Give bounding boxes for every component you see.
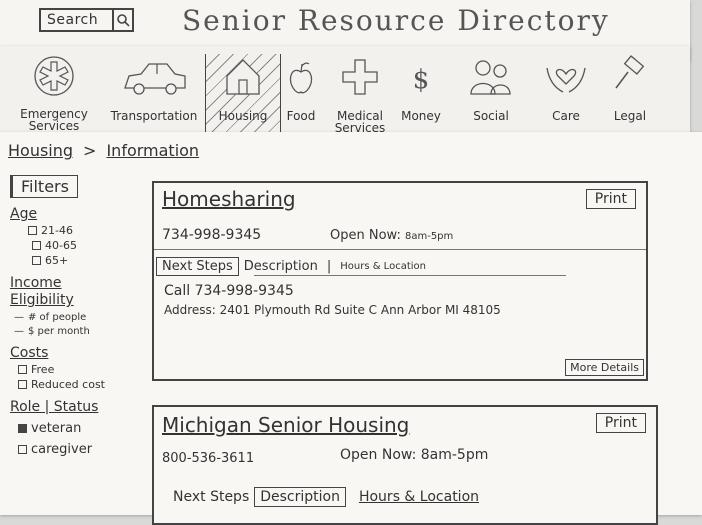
checkbox[interactable] (18, 424, 27, 433)
breadcrumb-separator: > (83, 141, 97, 160)
search-icon (112, 10, 132, 30)
breadcrumb-information: Information (106, 141, 200, 160)
nav-label: Housing (218, 109, 268, 123)
nav-label: Transportation (110, 109, 198, 123)
tab-hours-location[interactable]: Hours & Location (358, 489, 480, 505)
hours-label: Open Now: (330, 228, 401, 243)
checkbox[interactable] (18, 380, 27, 389)
checkbox[interactable] (32, 241, 41, 250)
hours-value: 8am-5pm (404, 231, 454, 242)
nav-item-emergency-services[interactable]: Emergency Services (16, 54, 92, 134)
people-icon (470, 60, 511, 95)
filter-option-label: Reduced cost (31, 378, 105, 391)
category-nav: Emergency Services Transportation Housin… (0, 54, 690, 134)
filter-option-veteran[interactable]: veteran (18, 421, 140, 436)
hours-value: 8am-5pm (420, 447, 489, 463)
filter-heading-age: Age (10, 206, 38, 222)
filter-option-reduced-cost[interactable]: Reduced cost (18, 378, 140, 391)
filter-option-label: 40-65 (45, 239, 77, 252)
divider (154, 249, 646, 250)
card-title[interactable]: Homesharing (162, 187, 296, 211)
dash-input[interactable]: — (14, 326, 24, 337)
hours-status: Open Now: 8am-5pm (340, 447, 488, 463)
filter-option-caregiver[interactable]: caregiver (18, 442, 140, 457)
nav-label: Legal (613, 109, 647, 123)
filter-option-age[interactable]: 65+ (32, 254, 140, 267)
tab-separator: | (326, 259, 332, 274)
filter-option-label: $ per month (28, 326, 90, 337)
heart-hands-icon (546, 67, 586, 93)
app-title: Senior Resource Directory (182, 4, 610, 37)
breadcrumb: Housing > Information (8, 141, 199, 160)
card-tabs: Next Steps Description | Hours & Locatio… (156, 257, 431, 276)
checkbox[interactable] (32, 256, 41, 265)
nav-item-housing[interactable]: Housing (205, 54, 281, 134)
print-button[interactable]: Print (585, 189, 636, 209)
breadcrumb-housing-link[interactable]: Housing (8, 141, 74, 160)
hours-status: Open Now: 8am-5pm (330, 228, 453, 243)
call-line[interactable]: Call 734-998-9345 (164, 283, 294, 299)
phone-number[interactable]: 734-998-9345 (162, 227, 262, 243)
checkbox[interactable] (18, 445, 27, 454)
nav-item-transportation[interactable]: Transportation (104, 54, 204, 134)
svg-text:$: $ (413, 65, 430, 95)
filter-option-label: caregiver (31, 442, 93, 457)
nav-label: Care (552, 109, 580, 123)
nav-item-care[interactable]: Care (536, 54, 596, 134)
filter-option-people[interactable]: — # of people (14, 312, 140, 323)
nav-label: Emergency Services (20, 107, 88, 133)
filter-option-label: Free (31, 363, 55, 376)
nav-item-money[interactable]: $ Money (396, 54, 446, 134)
address-line: Address: 2401 Plymouth Rd Suite C Ann Ar… (164, 303, 501, 317)
car-icon (124, 63, 186, 95)
card-tabs: Next Steps Description Hours & Location (168, 487, 484, 507)
checkbox[interactable] (28, 226, 37, 235)
gavel-icon (615, 55, 645, 89)
house-icon (226, 59, 260, 95)
nav-item-medical-services[interactable]: Medical Services (323, 54, 397, 134)
apple-icon (289, 62, 313, 94)
filter-heading-role: Role | Status (10, 399, 99, 415)
more-details-button[interactable]: More Details (565, 359, 644, 376)
tab-next-steps[interactable]: Next Steps (173, 489, 250, 505)
filter-heading-income: Income Eligibility (10, 275, 74, 308)
filters-panel: Filters Age 21-46 40-65 65+ Income Eligi… (10, 175, 140, 457)
nav-label: Social (473, 109, 509, 123)
dash-input[interactable]: — (14, 312, 24, 323)
filter-option-age[interactable]: 40-65 (32, 239, 140, 252)
tab-hours-location[interactable]: Hours & Location (340, 261, 426, 272)
tab-underline (254, 275, 566, 276)
emergency-star-icon (34, 56, 74, 96)
hours-label: Open Now: (340, 447, 417, 463)
filters-title: Filters (10, 175, 78, 198)
search-button[interactable]: Search (39, 8, 134, 32)
filter-option-label: 65+ (45, 254, 69, 267)
tab-next-steps[interactable]: Next Steps (156, 257, 239, 276)
tab-description[interactable]: Description (243, 259, 318, 274)
nav-label: Medical Services (334, 109, 386, 135)
nav-item-legal[interactable]: Legal (600, 54, 660, 134)
checkbox[interactable] (18, 365, 27, 374)
medical-cross-icon (342, 59, 378, 95)
resource-card: Michigan Senior Housing Print 800-536-36… (152, 405, 658, 525)
card-title[interactable]: Michigan Senior Housing (162, 413, 410, 437)
nav-label: Food (286, 109, 316, 123)
filter-option-label: # of people (28, 312, 87, 323)
nav-sheet (0, 46, 690, 137)
nav-item-social[interactable]: Social (458, 54, 524, 134)
filter-option-label: veteran (31, 421, 82, 436)
resource-card: Homesharing Print 734-998-9345 Open Now:… (152, 181, 648, 381)
search-label: Search (47, 12, 99, 28)
print-button[interactable]: Print (595, 413, 646, 433)
filter-option-per-month[interactable]: — $ per month (14, 326, 140, 337)
dollar-icon: $ (413, 65, 430, 95)
nav-item-food[interactable]: Food (280, 54, 322, 134)
filter-option-free[interactable]: Free (18, 363, 140, 376)
filter-option-age[interactable]: 21-46 (28, 224, 140, 237)
filter-option-label: 21-46 (41, 224, 73, 237)
filter-heading-costs: Costs (10, 345, 49, 361)
phone-number[interactable]: 800-536-3611 (162, 451, 255, 466)
tab-description[interactable]: Description (254, 487, 346, 507)
nav-label: Money (401, 109, 441, 123)
